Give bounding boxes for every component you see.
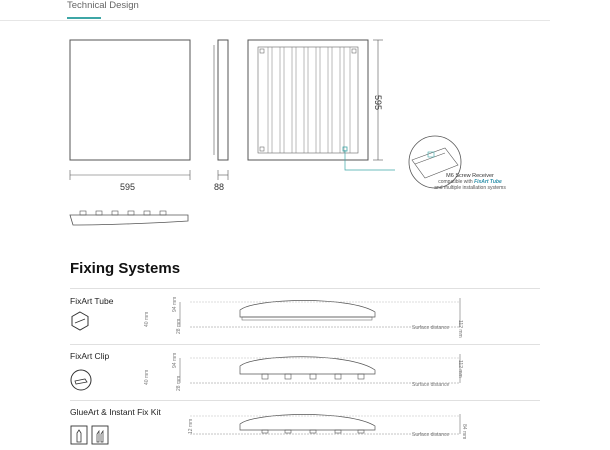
screw-receiver-callout — [344, 135, 462, 189]
glueart-profile — [190, 414, 461, 435]
dim-94: 94 mm — [172, 352, 178, 368]
divider — [70, 400, 540, 401]
dim-84: 84 mm — [461, 424, 467, 440]
dim-40: 40 mm — [144, 369, 150, 385]
front-view-drawing — [69, 39, 191, 180]
cross-section-drawing — [69, 210, 189, 226]
clip-icon — [70, 369, 92, 391]
tab-technical-design[interactable]: Technical Design — [67, 0, 139, 11]
dim-94: 94 mm — [172, 296, 178, 312]
dim-28: 28 mm — [176, 375, 182, 391]
fixart-tube-profile — [179, 298, 461, 328]
callout-line2: and multiple installation systems — [434, 185, 506, 191]
divider — [70, 288, 540, 289]
screw-receiver-title: M6 Screw Receiver — [446, 173, 494, 179]
back-view-drawing — [247, 39, 383, 161]
dim-12: 12 mm — [188, 418, 194, 434]
dim-112: 112 mm — [457, 320, 463, 338]
fixing-systems-title: Fixing Systems — [70, 260, 181, 277]
width-dimension: 595 — [120, 182, 136, 192]
surface-distance-label: Surface distance — [412, 325, 450, 331]
system-name-fixart-clip: FixArt Clip — [70, 351, 110, 361]
height-dimension: 595 — [373, 95, 383, 111]
glue-bottles-icon — [70, 425, 109, 445]
system-name-fixart-tube: FixArt Tube — [70, 296, 114, 306]
system-name-glueart: GlueArt & Instant Fix Kit — [70, 407, 161, 417]
divider — [70, 344, 540, 345]
side-view-drawing — [213, 39, 229, 180]
screw-hex-icon — [71, 311, 89, 331]
tab-active-indicator — [67, 17, 101, 19]
surface-distance-label: Surface distance — [412, 432, 450, 438]
fixart-clip-profile — [179, 354, 461, 384]
dim-40: 40 mm — [144, 311, 150, 327]
callout-line1-prefix: compatible with — [438, 179, 473, 185]
depth-dimension: 88 — [214, 182, 225, 192]
tab-bar: Technical Design — [0, 0, 550, 21]
dim-28: 28 mm — [176, 318, 182, 334]
surface-distance-label: Surface distance — [412, 382, 450, 388]
callout-brand: FixArt Tube — [474, 179, 502, 185]
screw-receiver-caption: M6 Screw Receiver compatible with FixArt… — [420, 173, 520, 191]
dim-112: 112 mm — [457, 360, 463, 378]
